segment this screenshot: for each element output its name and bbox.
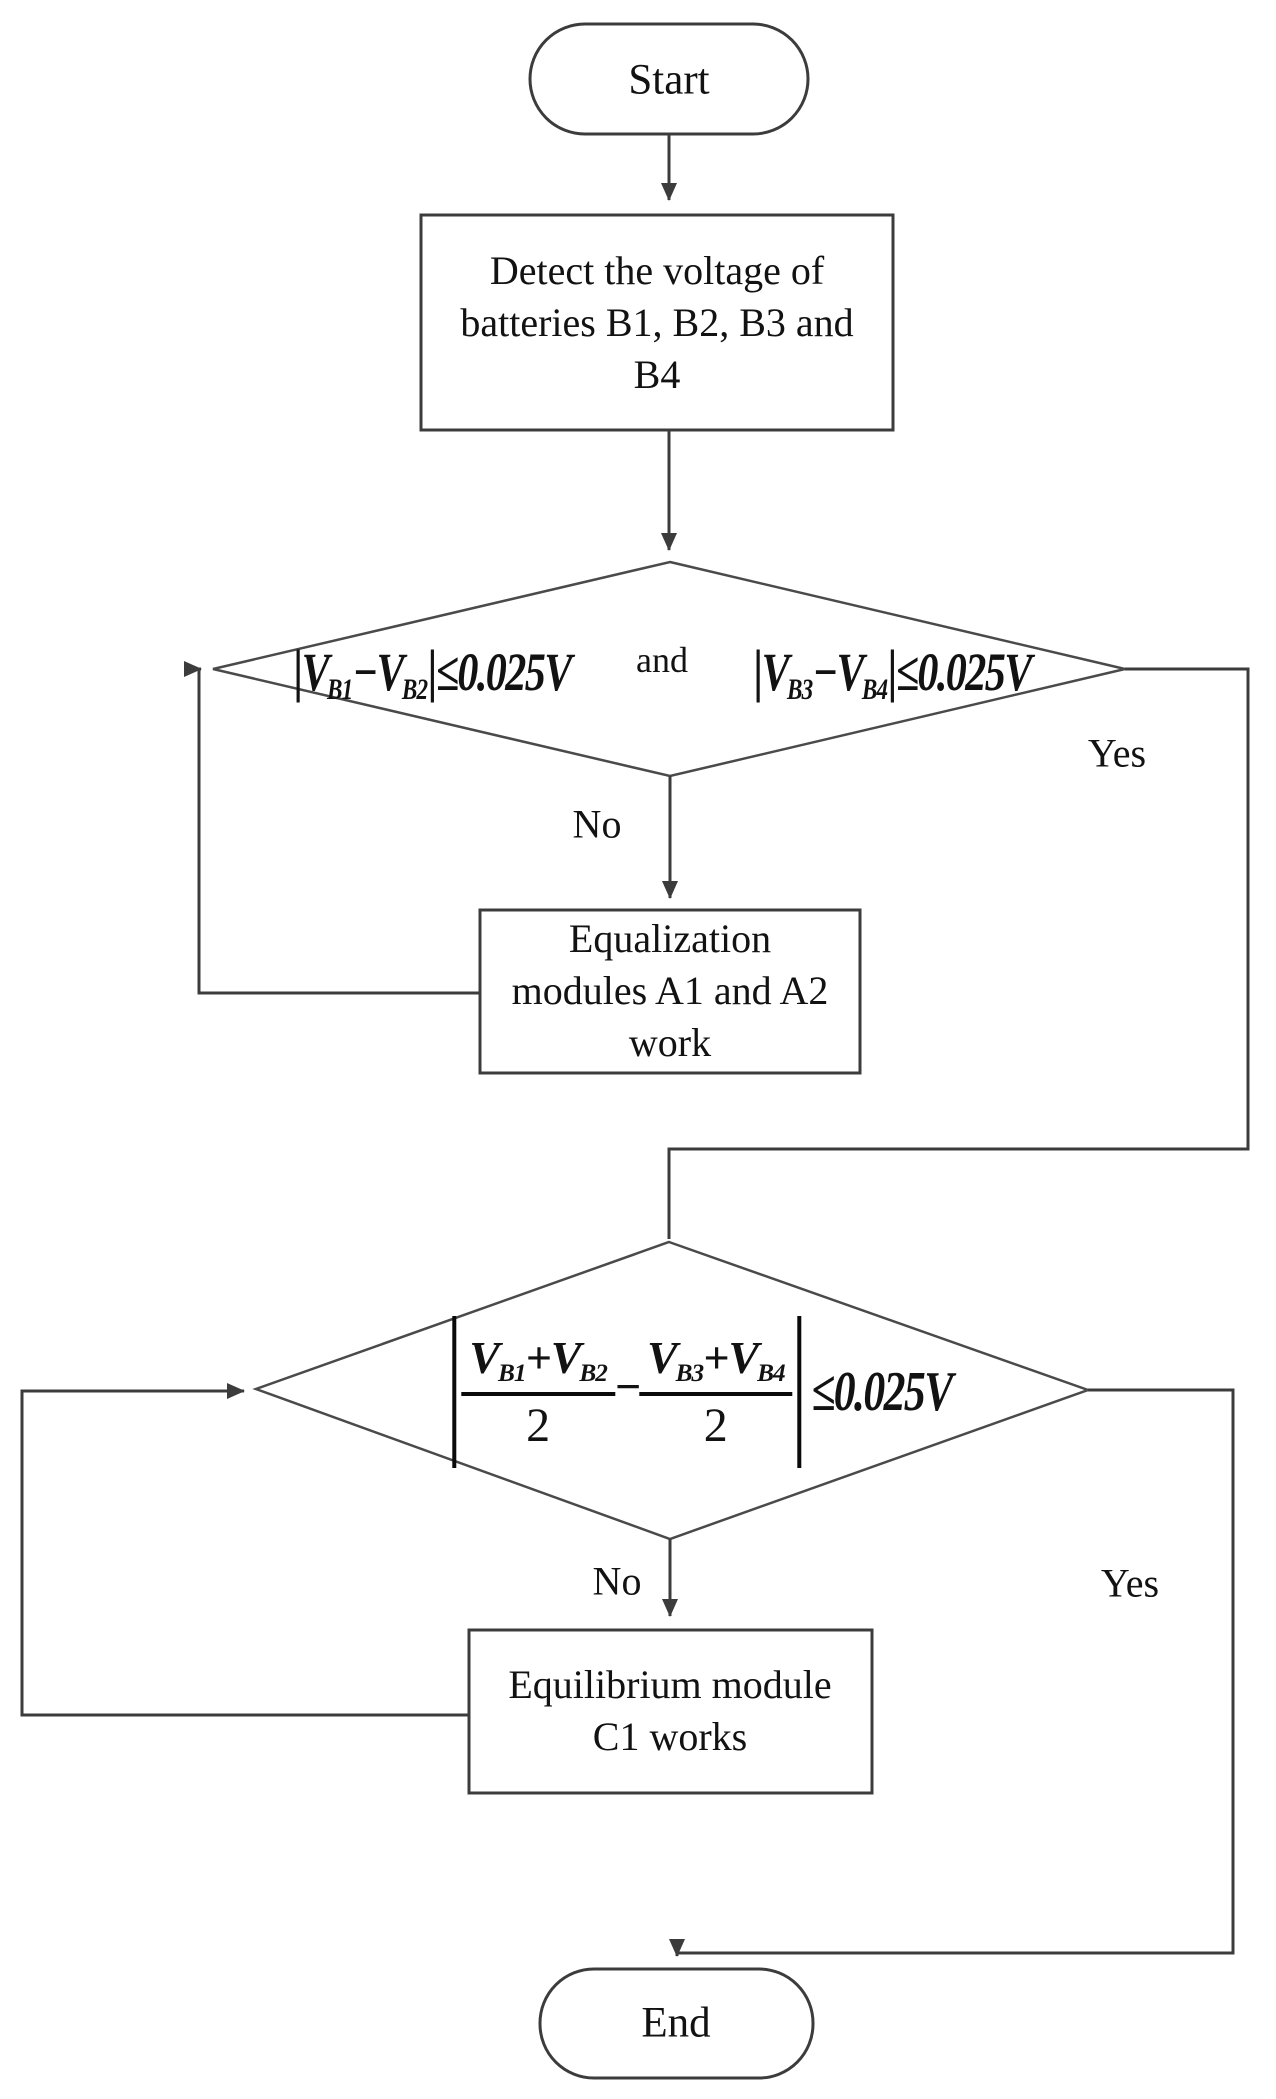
equilibrium-box-shape [467, 1628, 874, 1795]
end-terminator-shape [538, 1967, 815, 2080]
variable: V [646, 1332, 678, 1384]
variable: V [376, 642, 404, 703]
decision2-condition: VB1+VB2 2 − VB3+VB4 2 ≤0.025V [452, 1316, 991, 1468]
detect-box-line3: B4 [633, 352, 681, 397]
variable: V [469, 1332, 500, 1384]
variable: V [836, 642, 864, 703]
abs-bar-left [452, 1316, 457, 1468]
unit: V [924, 1361, 954, 1423]
arrow-decision1-yes-to-decision2 [667, 667, 1250, 1239]
unit: V [544, 642, 572, 703]
arrow-equalization-loopback-to-decision1 [184, 661, 480, 995]
subscript: B3 [675, 1358, 705, 1387]
unit: V [1004, 642, 1032, 703]
decision1-condition-left: |VB1−VB2|≤0.025V [293, 637, 572, 707]
abs-bar: | [753, 638, 763, 704]
subscript: B4 [757, 1358, 786, 1387]
decision2-no-label: No [592, 1558, 642, 1604]
abs-bar: | [427, 638, 437, 704]
variable: V [301, 642, 330, 703]
equalization-box-line2: modules A1 and A2 [511, 968, 829, 1013]
plus-operator: + [525, 1332, 552, 1384]
decision2-yes-label: Yes [1100, 1560, 1160, 1606]
start-label: Start [628, 56, 710, 104]
equalization-box-line1: Equalization [568, 916, 772, 961]
plus-operator: + [703, 1332, 729, 1384]
fraction-right-numerator: VB3+VB4 [638, 1331, 793, 1396]
subscript: B1 [327, 673, 353, 706]
abs-bar: | [293, 638, 303, 704]
fraction-left: VB1+VB2 2 [461, 1331, 615, 1453]
equilibrium-box-line1: Equilibrium module [508, 1662, 832, 1707]
decision1-condition: |VB1−VB2|≤0.025V and |VB3−VB4|≤0.025V [254, 637, 1070, 707]
subscript: B3 [786, 673, 813, 706]
decision1-yes-label: Yes [1087, 730, 1147, 776]
minus-operator: − [812, 642, 838, 703]
subscript: B2 [401, 673, 428, 706]
equilibrium-box-line2: C1 works [592, 1714, 748, 1759]
fraction-left-numerator: VB1+VB2 [461, 1331, 615, 1396]
abs-bar: | [887, 638, 897, 704]
abs-bar-right [797, 1316, 802, 1468]
threshold-value: 0.025 [457, 642, 546, 703]
variable: V [728, 1332, 759, 1384]
detect-process-box-shape [419, 213, 895, 432]
end-label: End [641, 1999, 711, 2047]
equalization-box-line3: work [628, 1020, 712, 1065]
decision1-condition-right: |VB3−VB4|≤0.025V [753, 637, 1032, 707]
relation-operator: ≤ [811, 1361, 836, 1423]
subscript: B4 [861, 673, 888, 706]
minus-operator: − [352, 642, 378, 703]
fraction-left-denominator: 2 [526, 1398, 551, 1452]
threshold-value: 0.025 [917, 642, 1006, 703]
arrow-decision2-yes-to-end [669, 1388, 1235, 1957]
relation-operator: ≤ [895, 642, 919, 703]
threshold-value: 0.025 [834, 1361, 926, 1423]
subscript: B1 [497, 1358, 527, 1387]
arrow-equilibrium-loopback-to-decision2 [20, 1383, 469, 1717]
fraction-right-denominator: 2 [703, 1398, 728, 1452]
and-connector: and [636, 640, 688, 680]
variable: V [550, 1332, 582, 1384]
detect-box-line2: batteries B1, B2, B3 and [460, 300, 854, 345]
equalization-box-label: Equalization modules A1 and A2 work [512, 913, 829, 1069]
detect-box-label: Detect the voltage of batteries B1, B2, … [460, 245, 853, 401]
decision1-no-label: No [572, 801, 622, 847]
subscript: B2 [579, 1358, 608, 1387]
variable: V [761, 642, 790, 703]
decision2-relation: ≤0.025V [811, 1360, 954, 1424]
relation-operator: ≤ [435, 642, 459, 703]
fraction-right: VB3+VB4 2 [638, 1331, 793, 1453]
detect-box-line1: Detect the voltage of [489, 248, 825, 293]
minus-operator: − [614, 1360, 642, 1412]
equilibrium-box-label: Equilibrium module C1 works [508, 1659, 831, 1763]
